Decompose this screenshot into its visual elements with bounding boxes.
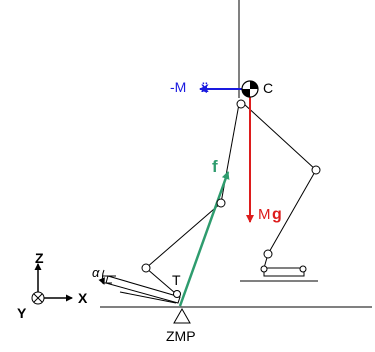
reaction-force-label: f bbox=[212, 157, 218, 176]
axis-y-into-page-icon bbox=[31, 291, 45, 305]
front-thigh bbox=[220, 103, 240, 204]
inertial-force-minus-label: -M bbox=[170, 79, 186, 95]
axis-x-label: X bbox=[78, 290, 88, 306]
tilt-angle-label: α bbox=[92, 265, 100, 280]
axis-z-label: Z bbox=[35, 250, 44, 266]
toe-label: T bbox=[172, 272, 181, 288]
rear-foot bbox=[263, 267, 305, 277]
reaction-force-arrow bbox=[178, 171, 230, 307]
zmp-marker bbox=[173, 307, 191, 324]
inertial-accel-label: ẍ bbox=[201, 79, 209, 95]
rear-shank bbox=[267, 169, 317, 255]
gravity-mass-label: M bbox=[258, 206, 271, 223]
com-label: C bbox=[263, 80, 273, 96]
gravity-g-label: g bbox=[272, 206, 282, 223]
rear-knee-joint bbox=[311, 165, 321, 175]
foot-sole-extension bbox=[119, 291, 177, 304]
front-ankle-link bbox=[145, 267, 176, 294]
front-shank bbox=[145, 202, 222, 269]
center-of-mass-icon bbox=[241, 80, 259, 98]
rear-thigh bbox=[243, 103, 317, 171]
rear-foot-heel bbox=[260, 265, 268, 273]
rear-foot-toe bbox=[299, 265, 307, 273]
axis-y-label: Y bbox=[17, 305, 27, 321]
tilt-angle-arc bbox=[98, 269, 105, 285]
toe-joint bbox=[173, 290, 181, 298]
rear-ankle-joint bbox=[263, 249, 273, 259]
front-ankle-joint bbox=[141, 263, 151, 273]
front-knee-joint bbox=[216, 198, 226, 208]
zmp-label: ZMP bbox=[166, 328, 196, 344]
front-foot-tilted bbox=[105, 275, 181, 304]
hip-joint bbox=[236, 99, 246, 109]
